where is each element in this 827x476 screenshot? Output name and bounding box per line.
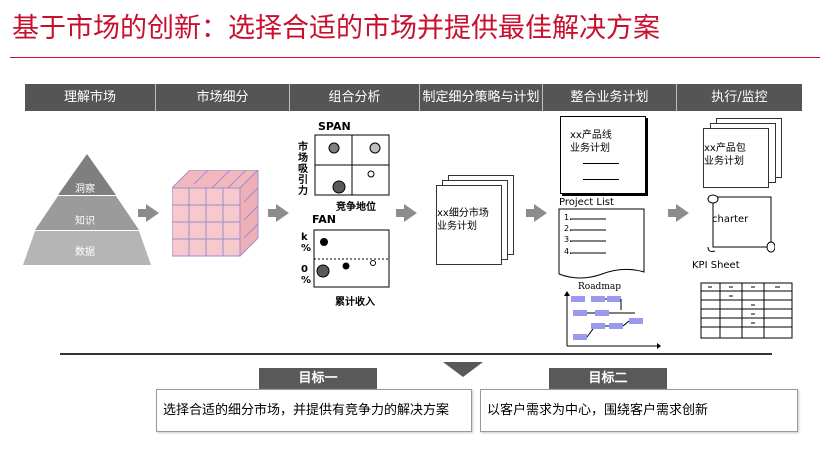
span-matrix: [314, 134, 390, 196]
fan-y-top: k %: [301, 232, 312, 254]
phase-integrate: 整合业务计划: [570, 90, 649, 105]
goal-1-label: 目标一: [259, 368, 377, 389]
integrated-plan-line-2: 业务计划: [570, 143, 610, 154]
pyramid-middle: [35, 196, 139, 230]
pyramid-bottom: [23, 231, 151, 265]
segment-plan-document: xx细分市场 业务计划: [436, 185, 502, 265]
goal-2-text: 以客户需求为中心，围绕客户需求创新: [487, 403, 709, 418]
charter-scroll: [707, 194, 775, 253]
segment-plan-line-1: xx细分市场: [437, 208, 489, 219]
phase-understand: 理解市场: [63, 90, 116, 105]
kpi-sheet-table: [700, 282, 793, 339]
phase-strategy: 制定细分策略与计划: [422, 90, 540, 105]
bottom-divider: [60, 353, 772, 355]
segment-plan-line-2: 业务计划: [437, 221, 477, 232]
fan-chart: [313, 229, 390, 288]
down-arrow-icon: [443, 362, 483, 377]
flow-arrow-1: [138, 204, 159, 222]
flow-arrow-5: [668, 204, 689, 222]
pyramid-level-data: 数据: [75, 247, 95, 258]
integrated-plan-document: xx产品线 业务计划: [560, 116, 646, 194]
project-item-1: 1.: [564, 213, 572, 222]
flow-arrow-3: [396, 204, 417, 222]
pyramid-top: [58, 154, 116, 195]
title-divider: [10, 57, 820, 58]
span-x-label: 竞争地位: [336, 202, 376, 213]
phase-execute: 执行/监控: [711, 90, 768, 105]
goal-2-box: 以客户需求为中心，围绕客户需求创新: [480, 389, 798, 432]
project-item-4: 4.: [564, 247, 572, 256]
fan-y-bottom: 0 %: [301, 264, 312, 286]
project-list-title: Project List: [559, 197, 614, 208]
project-item-3: 3.: [564, 235, 572, 244]
integrated-plan-line-1: xx产品线: [570, 130, 612, 141]
roadmap-chart: [564, 291, 661, 349]
phase-portfolio: 组合分析: [328, 90, 381, 105]
phase-segment: 市场细分: [196, 90, 249, 105]
fan-title: FAN: [312, 213, 336, 226]
phase-bar: 理解市场 市场细分 组合分析 制定细分策略与计划 整合业务计划 执行/监控: [25, 84, 802, 111]
exec-plan-line-2: 业务计划: [704, 156, 744, 167]
exec-plan-document: xx产品包 业务计划: [703, 128, 769, 188]
fan-x-label: 累计收入: [335, 297, 375, 308]
exec-plan-line-1: xx产品包: [704, 143, 746, 154]
goal-1-text: 选择合适的细分市场，并提供有竞争力的解决方案: [163, 403, 450, 418]
project-item-2: 2.: [564, 224, 572, 233]
charter-label: charter: [712, 214, 749, 225]
segment-cube: [172, 170, 259, 258]
kpi-sheet-title: KPI Sheet: [692, 260, 740, 271]
goal-1-box: 选择合适的细分市场，并提供有竞争力的解决方案: [156, 389, 472, 432]
flow-arrow-4: [526, 204, 547, 222]
flow-arrow-2: [268, 204, 289, 222]
span-title: SPAN: [318, 120, 351, 133]
roadmap-title: Roadmap: [578, 282, 621, 292]
project-list-document: [558, 208, 645, 279]
span-y-label: 市场吸引力: [298, 142, 308, 197]
pyramid-level-insight: 洞察: [75, 184, 95, 195]
page-title: 基于市场的创新：选择合适的市场并提供最佳解决方案: [12, 13, 660, 44]
pyramid-level-knowledge: 知识: [75, 216, 95, 227]
goal-2-label: 目标二: [549, 368, 667, 389]
pyramid-diagram: [23, 154, 151, 265]
